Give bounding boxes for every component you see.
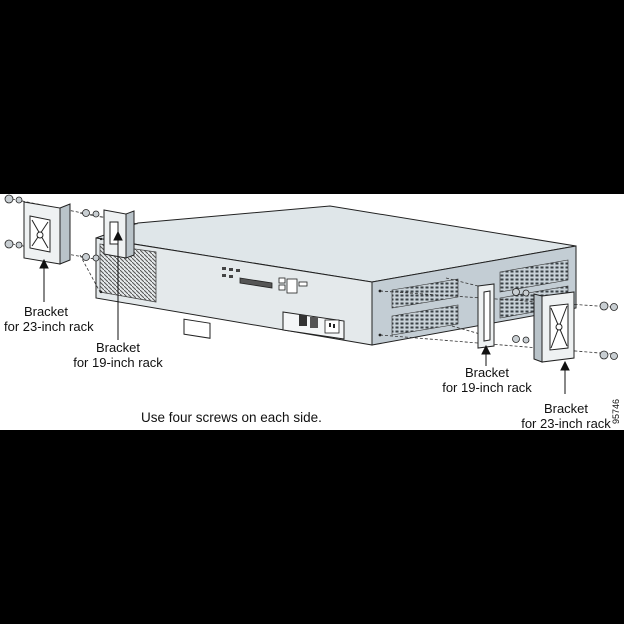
front-vent-grille: [99, 243, 157, 303]
label-bracket-19-left: Bracket for 19-inch rack: [70, 340, 166, 370]
figure-number: 95746: [611, 398, 621, 424]
router-rack-mount-illustration: [4, 194, 618, 394]
label-line: Bracket: [23, 304, 69, 319]
diagram-panel: Bracket for 23-inch rack Bracket for 19-…: [0, 194, 624, 430]
side-vent-3: [499, 259, 569, 293]
side-vent-1: [391, 278, 459, 309]
compact-flash-slot: [239, 277, 273, 289]
console-port: [183, 318, 211, 339]
right-screws: [512, 288, 618, 360]
led-row: [222, 267, 240, 278]
label-bracket-23-left: Bracket for 23-inch rack: [4, 304, 94, 334]
label-bracket-19-right: Bracket for 19-inch rack: [438, 365, 536, 395]
usb-ports: [278, 277, 308, 294]
label-line: for 23-inch rack: [521, 416, 611, 430]
left-19in-bracket: [103, 209, 135, 259]
label-line: Bracket: [95, 340, 141, 355]
power-module: [282, 311, 345, 340]
label-line: for 23-inch rack: [4, 319, 94, 334]
callout-leaders: [39, 230, 570, 394]
side-vent-2: [391, 304, 459, 336]
label-line: for 19-inch rack: [442, 380, 532, 395]
left-23in-bracket: [23, 201, 71, 265]
label-bracket-23-right: Bracket for 23-inch rack: [518, 401, 614, 430]
left-screws: [4, 194, 100, 262]
label-line: for 19-inch rack: [73, 355, 163, 370]
label-line: Bracket: [464, 365, 510, 380]
right-23in-bracket: [533, 291, 575, 363]
caption: Use four screws on each side.: [141, 410, 322, 425]
label-line: Bracket: [543, 401, 589, 416]
right-19in-bracket: [477, 283, 495, 349]
